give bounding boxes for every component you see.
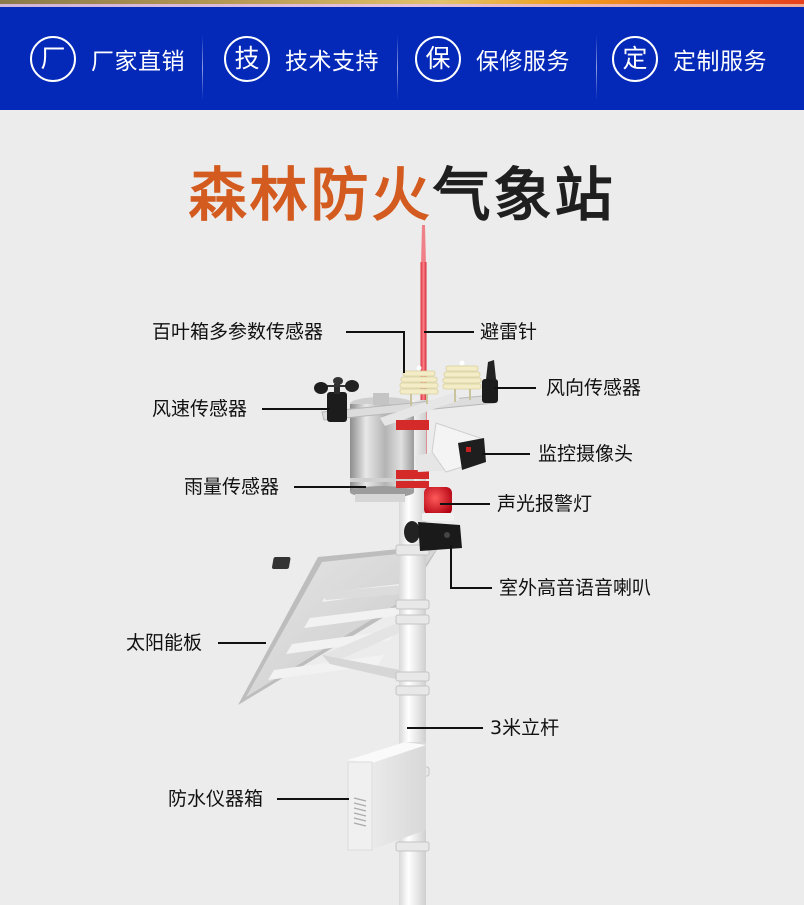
- leader-line: [277, 798, 349, 800]
- louver-box-icon: [399, 360, 482, 406]
- lightning-rod-icon: [420, 225, 427, 462]
- wind-vane-icon: [482, 360, 498, 403]
- leader-line: [494, 387, 536, 389]
- leader-line: [218, 642, 266, 644]
- title-rest: 气象站: [432, 161, 616, 229]
- callout-pole: 3米立杆: [490, 717, 560, 739]
- callout-camera: 监控摄像头: [538, 443, 634, 465]
- callout-instrument-box: 防水仪器箱: [168, 788, 264, 810]
- page-title: 森林防火气象站: [0, 160, 804, 230]
- top-decor-strip: [0, 0, 804, 4]
- factory-circle-icon: 厂: [30, 35, 76, 82]
- leader-line: [407, 727, 483, 729]
- leader-line: [440, 503, 490, 505]
- callout-rain-gauge: 雨量传感器: [184, 476, 280, 498]
- anemometer-icon: [314, 377, 359, 422]
- leader-line: [262, 408, 330, 410]
- callout-wind-speed: 风速传感器: [152, 398, 248, 420]
- callout-solar-panel: 太阳能板: [126, 632, 203, 654]
- top-decor-strip-2: [0, 4, 804, 7]
- callout-speaker: 室外高音语音喇叭: [499, 577, 652, 599]
- custom-circle-icon: 定: [612, 35, 658, 82]
- header-label: 厂家直销: [91, 48, 185, 75]
- warranty-circle-icon: 保: [415, 35, 461, 82]
- header-item-warranty: 保 保修服务: [415, 7, 570, 110]
- callout-alarm-light: 声光报警灯: [497, 493, 593, 515]
- leader-line: [294, 486, 366, 488]
- leader-line: [450, 587, 492, 589]
- alarm-light-icon: [422, 487, 454, 521]
- header-divider: [397, 35, 398, 100]
- callout-lightning-rod: 避雷针: [480, 321, 538, 343]
- header-item-factory: 厂 厂家直销: [30, 7, 185, 110]
- tech-circle-icon: 技: [224, 35, 270, 82]
- header-label: 保修服务: [476, 48, 570, 75]
- header-item-tech: 技 技术支持: [224, 7, 379, 110]
- callout-wind-direction: 风向传感器: [546, 377, 642, 399]
- header-label: 技术支持: [285, 48, 379, 75]
- leader-line: [424, 331, 474, 333]
- header-divider: [202, 35, 203, 100]
- title-highlight: 森林防火: [188, 161, 433, 229]
- service-header: 厂 厂家直销 技 技术支持 保 保修服务 定 定制服务: [0, 7, 804, 110]
- camera-icon: [415, 422, 486, 473]
- instrument-box-icon: [347, 742, 426, 851]
- leader-line: [403, 331, 405, 373]
- callout-louver-sensor: 百叶箱多参数传感器: [152, 321, 324, 343]
- speaker-icon: [404, 521, 462, 551]
- leader-line: [346, 331, 404, 333]
- header-item-custom: 定 定制服务: [612, 7, 767, 110]
- leader-line: [450, 545, 452, 588]
- header-label: 定制服务: [673, 48, 767, 75]
- leader-line: [482, 453, 530, 455]
- header-divider: [596, 35, 597, 100]
- solar-panel-icon: [238, 545, 440, 705]
